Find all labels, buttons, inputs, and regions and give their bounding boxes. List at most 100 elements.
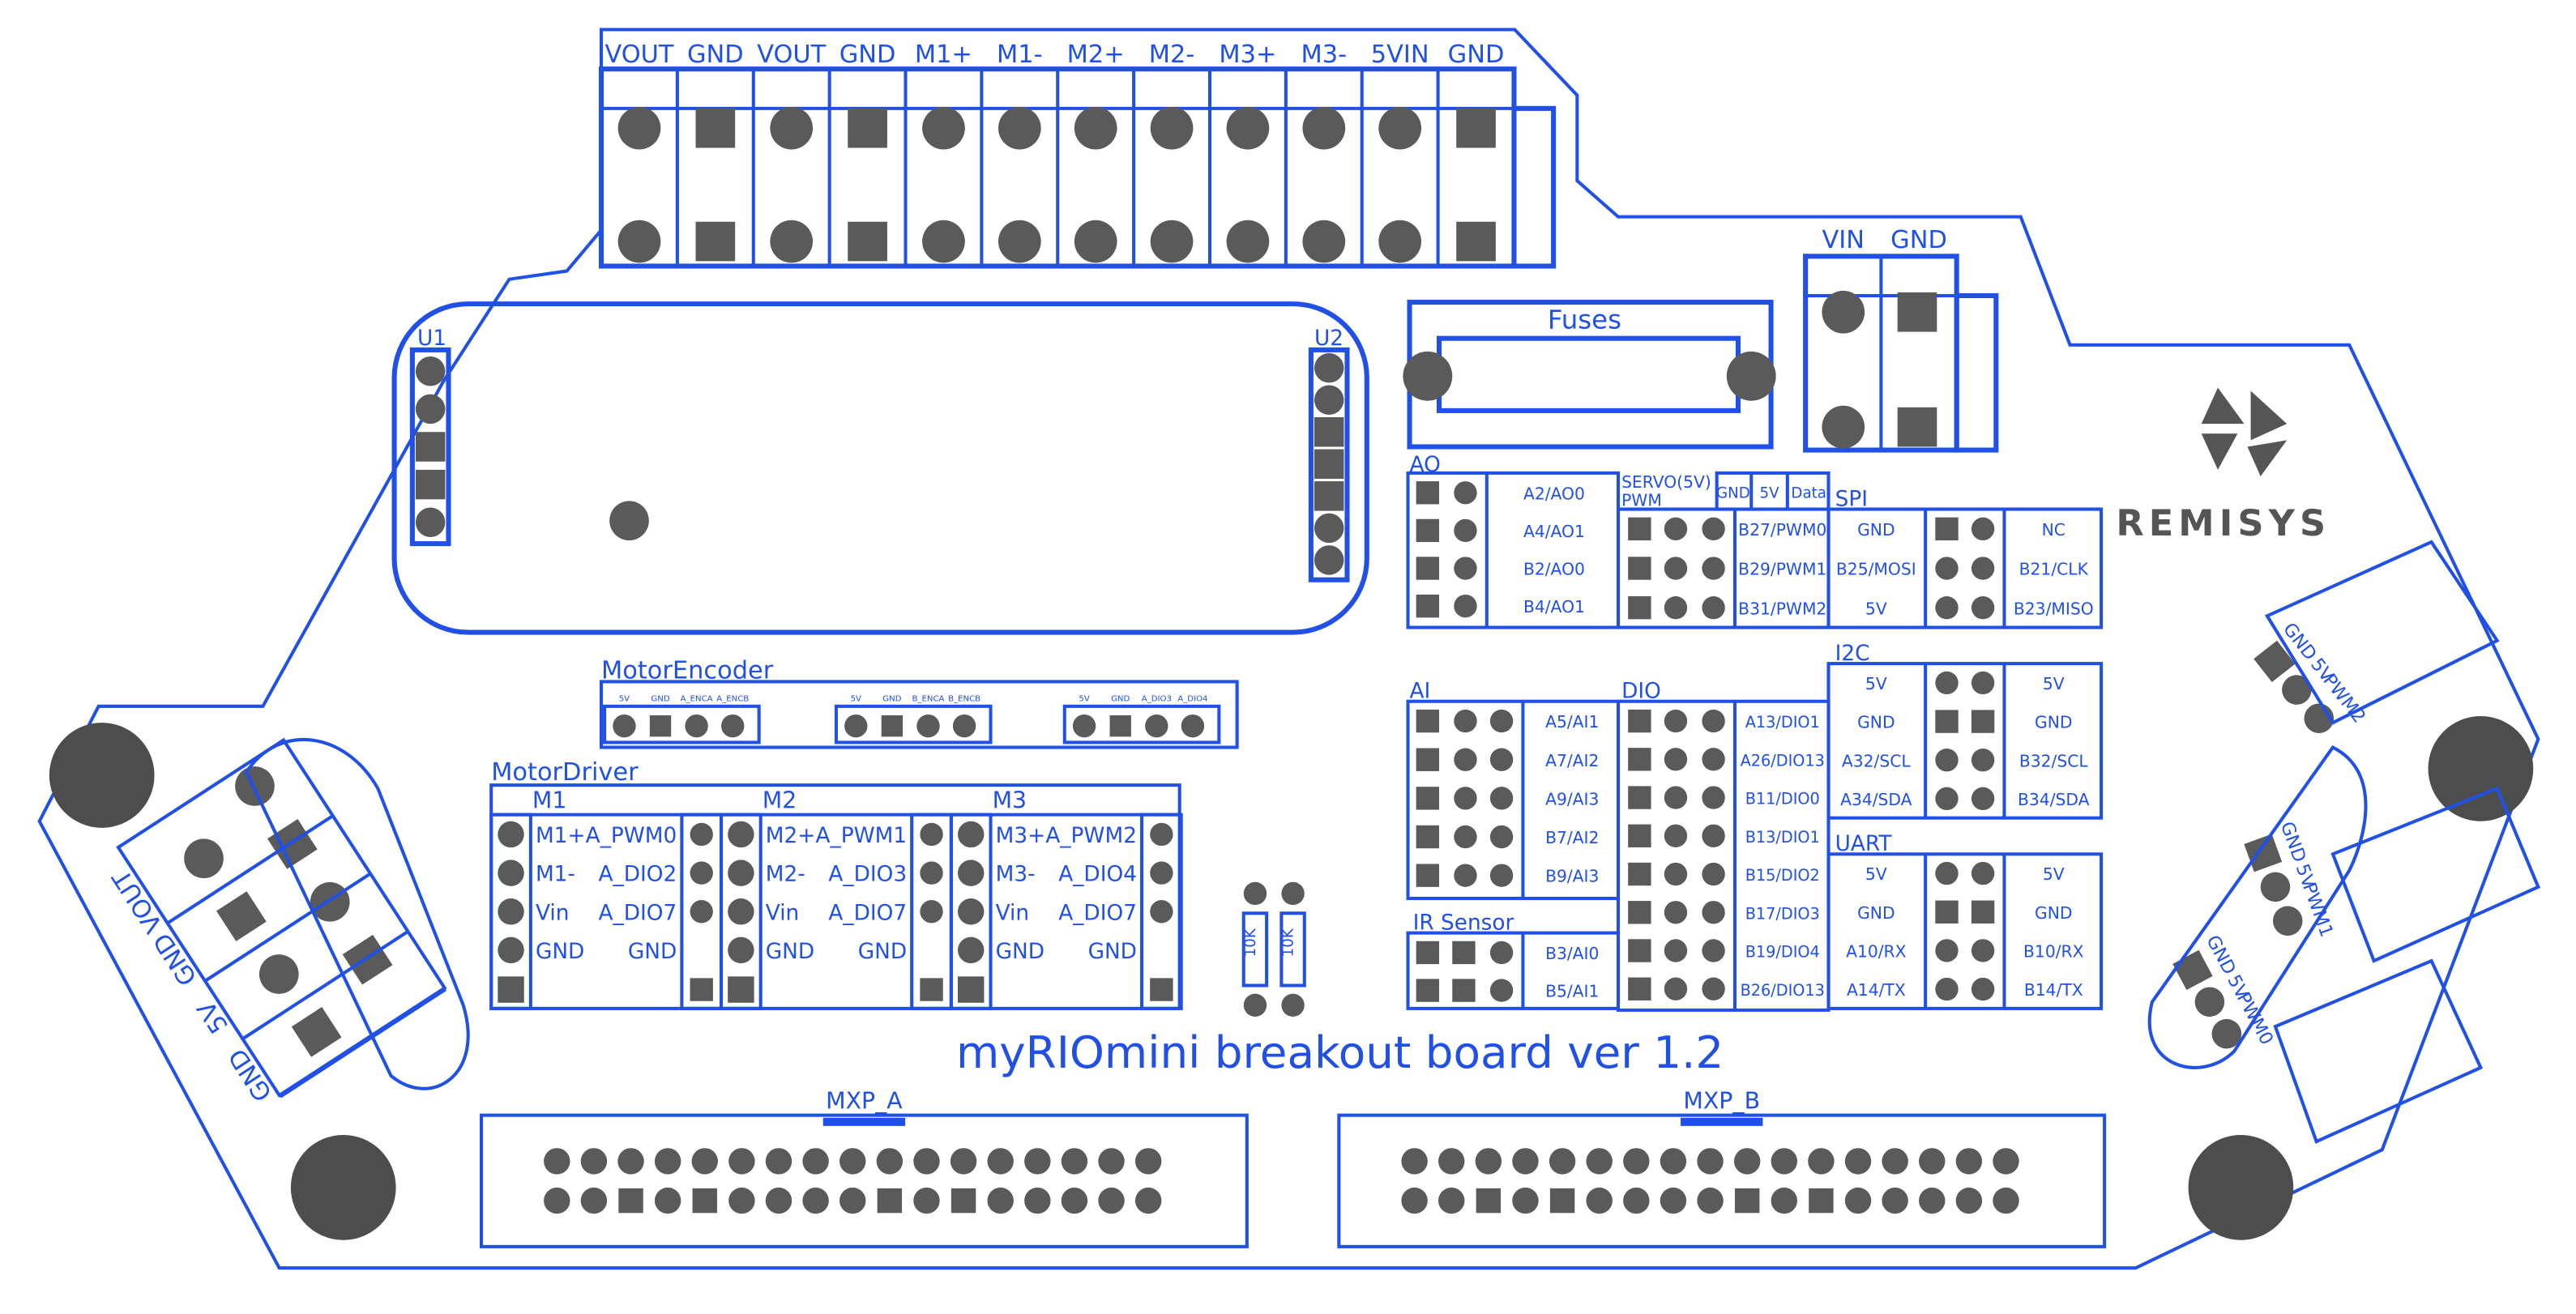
- motor-footprint: [2264, 540, 2500, 725]
- i2c-left-label: 5V: [1865, 674, 1887, 693]
- mxp-pad: [1697, 1187, 1724, 1214]
- i2c-pad: [1971, 749, 1995, 772]
- ai-pad: [1416, 864, 1440, 887]
- u1-label: U1: [417, 326, 446, 351]
- mxp-pad: [1512, 1148, 1539, 1175]
- motor-right-pad: [1150, 861, 1173, 885]
- ai-row-label: B7/AI2: [1545, 828, 1599, 847]
- encoder-pin-label: A_ENCB: [716, 695, 749, 704]
- servo-pad: [1628, 595, 1651, 620]
- encoder-pad: [1109, 715, 1131, 737]
- motor-right-pad: [920, 822, 943, 847]
- left-connector-label: GND: [224, 1043, 278, 1107]
- left-connector-pad: [291, 1007, 342, 1057]
- mxp-pad: [1549, 1148, 1576, 1175]
- motor-encoder-outline: [600, 680, 1239, 749]
- dio-pad: [1628, 709, 1651, 733]
- mxp-pad: [1401, 1187, 1428, 1214]
- i2c-pad: [1935, 710, 1959, 733]
- terminal-top-label: M3+: [1219, 41, 1276, 69]
- resistor-pad: [1281, 881, 1305, 906]
- ao-pad: [1454, 594, 1477, 618]
- uart-pad: [1971, 977, 1995, 1001]
- servo-row-label: B31/PWM2: [1738, 599, 1826, 618]
- servo-pad: [1664, 595, 1688, 620]
- u2-header: [1308, 347, 1350, 582]
- mxp-pad: [1024, 1187, 1051, 1214]
- u2-label: U2: [1314, 326, 1344, 351]
- terminal-top-end: [1511, 105, 1557, 269]
- i2c-left-label: GND: [1857, 713, 1895, 732]
- uart-pad: [1971, 861, 1995, 885]
- ao-row-label: B2/AO0: [1523, 560, 1585, 579]
- terminal-top-pad: [1302, 106, 1346, 150]
- board-title: myRIOmini breakout board ver 1.2: [956, 1026, 1724, 1078]
- terminal-top-pad: [1226, 106, 1270, 150]
- motor-footprint: [2330, 786, 2540, 963]
- servo-pad: [1664, 517, 1688, 541]
- terminal-top-pad: [1302, 220, 1346, 263]
- vin-pad: [1822, 290, 1865, 334]
- left-connector-label: GND: [148, 928, 203, 991]
- left-connector-separator: [279, 988, 446, 1099]
- ai-pad: [1454, 787, 1477, 810]
- mxp-pad: [1771, 1187, 1798, 1214]
- ao-pad: [1416, 518, 1440, 543]
- terminal-top-label: M3-: [1301, 41, 1348, 69]
- terminal-top-label: VOUT: [757, 41, 826, 69]
- i2c-left-label: A32/SCL: [1842, 751, 1911, 770]
- right-connector-pad: [2211, 1018, 2242, 1049]
- motor-channel-name: M2: [763, 787, 797, 814]
- terminal-top-pad: [770, 106, 814, 150]
- servo-pad: [1628, 557, 1651, 580]
- motor-left-label: GND: [766, 940, 814, 964]
- dio-pad: [1702, 824, 1725, 847]
- motor-left-label: M3-: [996, 863, 1036, 887]
- motor-right-label: GND: [628, 940, 677, 964]
- motor-right-label: A_DIO7: [828, 901, 907, 925]
- mxp-pad: [802, 1187, 829, 1214]
- ai-row-label: A7/AI2: [1545, 751, 1599, 770]
- encoder-group-outline: [603, 704, 761, 744]
- ao-pad: [1416, 594, 1440, 618]
- dio-row-label: A26/DIO13: [1741, 751, 1825, 770]
- motor-right-pad: [1150, 822, 1173, 847]
- logo-mark-left: [2201, 433, 2238, 470]
- i2c-left-label: A34/SDA: [1840, 790, 1912, 809]
- servo-pad: [1702, 595, 1725, 620]
- terminal-top-pad: [1074, 220, 1117, 263]
- spi-pad: [1935, 517, 1959, 541]
- ir-row-label: B5/AI1: [1545, 982, 1599, 1001]
- motor-right-label: A_PWM1: [816, 824, 908, 848]
- uart-pad: [1935, 861, 1959, 885]
- mxp-pad: [1098, 1148, 1125, 1175]
- left-connector-body: [116, 737, 447, 1098]
- mxp-pad: [728, 1148, 755, 1175]
- i2c-right-label: B32/SCL: [2019, 751, 2089, 770]
- mxp-outline: [480, 1113, 1249, 1248]
- encoder-pin-label: GND: [882, 695, 901, 704]
- encoder-pad: [881, 715, 904, 737]
- ai-pad: [1489, 825, 1514, 849]
- motor-left-pad: [728, 860, 754, 886]
- encoder-pad: [844, 714, 868, 738]
- uart: UART: [1835, 832, 1893, 856]
- remisys-logo: REMISYS: [2116, 387, 2326, 544]
- motor-right-label: A_DIO4: [1058, 863, 1137, 887]
- mxp-pad: [1438, 1187, 1465, 1214]
- uart-pad: [1971, 900, 1995, 924]
- motor-left-pad: [498, 976, 524, 1003]
- terminal-top-pad: [998, 220, 1041, 263]
- motor-right-pins: [1140, 813, 1183, 1010]
- encoder-pad: [613, 714, 636, 738]
- resistor-label: 10K: [1242, 928, 1259, 957]
- motor-right-pad: [920, 978, 943, 1001]
- motor-right-pad: [1150, 900, 1173, 924]
- terminal-top-pad: [695, 221, 736, 262]
- motor-left-pad: [728, 898, 754, 925]
- mxp-pad: [1734, 1188, 1760, 1214]
- mxp-pad: [1401, 1148, 1428, 1175]
